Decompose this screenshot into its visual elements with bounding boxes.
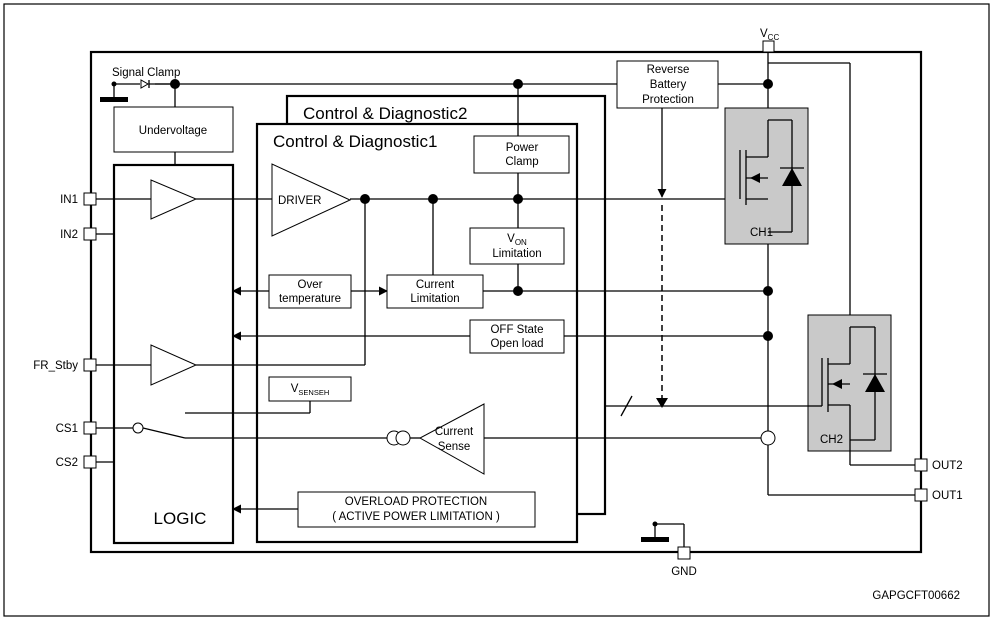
off-state-block	[469, 319, 565, 354]
off-state-label-2: Open load	[490, 338, 543, 350]
pin-in1-label: IN1	[60, 194, 78, 206]
von-limitation-label: Limitation	[492, 248, 541, 260]
control-diag1-label: Control & Diagnostic1	[273, 132, 437, 151]
ch1-mosfet-icon	[739, 119, 804, 233]
current-sense-label-1: Current	[435, 426, 474, 438]
current-sense-triangle	[418, 403, 485, 475]
pin-cs1	[83, 421, 97, 435]
undervoltage-block	[113, 106, 234, 153]
cs-switch-contact	[132, 422, 144, 434]
pin-gnd-label: GND	[671, 566, 697, 578]
von-label: VON	[507, 233, 527, 247]
pin-gnd	[677, 546, 691, 560]
current-lim-label-1: Current	[416, 279, 455, 291]
reverse-battery-label-1: Reverse	[647, 64, 690, 76]
reverse-battery-label-2: Battery	[650, 79, 687, 91]
signal-clamp-label: Signal Clamp	[112, 67, 180, 79]
pin-in1	[83, 192, 97, 206]
reverse-battery-label-3: Protection	[642, 94, 694, 106]
reverse-battery-block	[616, 60, 719, 109]
figure-frame	[3, 3, 990, 617]
control-diag2-label: Control & Diagnostic2	[303, 104, 467, 123]
power-clamp-block	[473, 135, 570, 174]
off-state-label-1: OFF State	[490, 324, 543, 336]
pin-out2-label: OUT2	[932, 460, 963, 472]
logic-block	[112, 163, 235, 545]
current-source-icon-b	[395, 430, 411, 446]
overload-label-1: OVERLOAD PROTECTION	[345, 496, 488, 508]
driver-label: DRIVER	[278, 195, 321, 207]
ch2-mosfet-icon	[821, 326, 887, 441]
figure-code: GAPGCFT00662	[872, 590, 960, 602]
pin-out1-label: OUT1	[932, 490, 963, 502]
in1-buffer-icon	[150, 179, 198, 220]
vsenseh-block	[268, 376, 352, 402]
signal-clamp-ground	[100, 97, 128, 102]
undervoltage-label: Undervoltage	[139, 125, 207, 137]
pin-cs1-label: CS1	[56, 423, 78, 435]
vcc-label: VCC	[760, 28, 779, 42]
ch2-label: CH2	[820, 434, 843, 446]
overload-label-2: ( ACTIVE POWER LIMITATION )	[332, 511, 500, 523]
pin-in2-label: IN2	[60, 229, 78, 241]
pin-out2	[914, 458, 928, 472]
driver-triangle	[271, 163, 352, 237]
vsenseh-label: VSENSEH	[291, 383, 330, 397]
ch1-label: CH1	[750, 227, 773, 239]
von-limitation-block	[469, 227, 565, 265]
pin-fr-stby	[83, 358, 97, 372]
over-temp-label-1: Over	[298, 279, 323, 291]
current-lim-label-2: Limitation	[410, 293, 459, 305]
power-clamp-label-1: Power	[506, 142, 539, 154]
device-boundary	[89, 50, 923, 554]
fr-stby-buffer-icon	[150, 344, 198, 386]
logic-label: LOGIC	[154, 509, 207, 528]
power-clamp-label-2: Clamp	[505, 156, 538, 168]
pin-in2	[83, 227, 97, 241]
sense-node	[760, 430, 776, 446]
pin-out1	[914, 488, 928, 502]
gnd-symbol	[641, 537, 669, 542]
pin-cs2-label: CS2	[56, 457, 78, 469]
vcc-pin	[762, 40, 775, 53]
overload-protection-block	[297, 491, 536, 528]
pin-fr-stby-label: FR_Stby	[33, 360, 78, 372]
signal-clamp-diode-icon	[140, 79, 150, 89]
current-sense-label-2: Sense	[438, 441, 471, 453]
pin-cs2	[83, 455, 97, 469]
over-temp-label-2: temperature	[279, 293, 341, 305]
current-limitation-block	[386, 274, 484, 309]
